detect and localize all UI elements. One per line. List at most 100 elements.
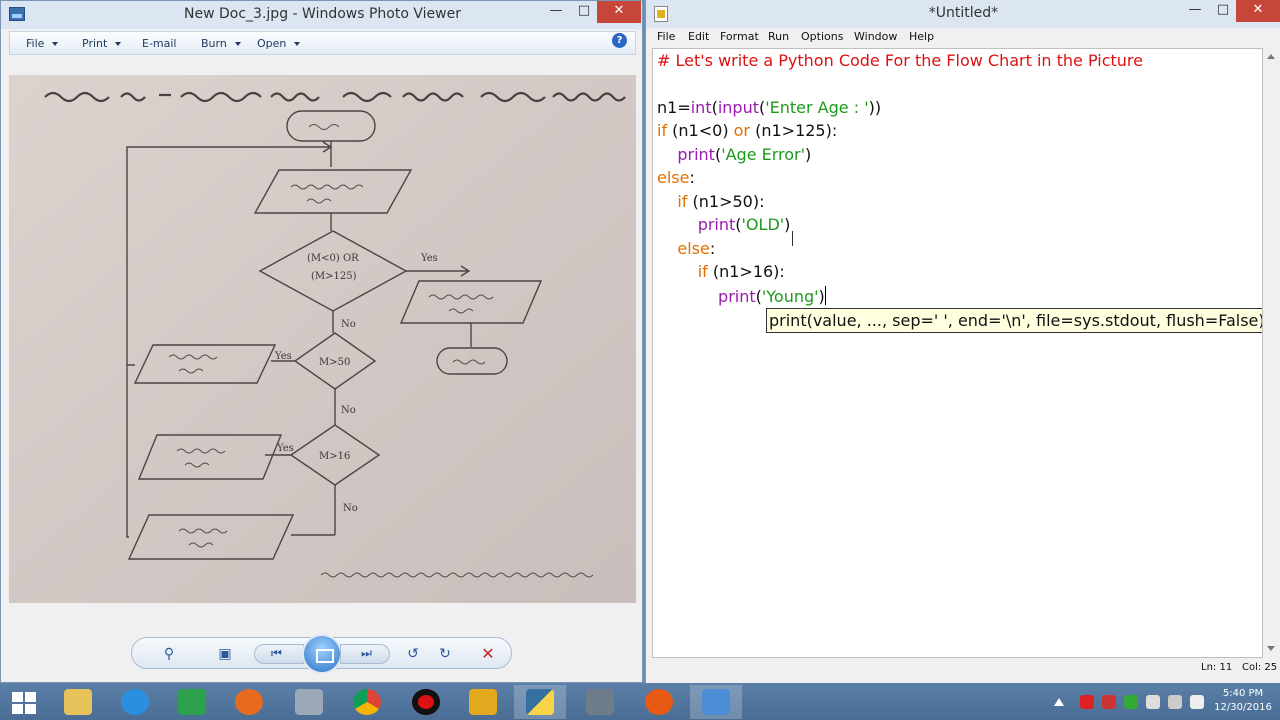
taskbar-app-tools[interactable] [574, 685, 626, 719]
menu-open[interactable]: Open [257, 37, 301, 50]
flowchart-shapes [126, 110, 543, 560]
code-token: ( [735, 215, 742, 234]
menu-help[interactable]: Help [909, 30, 935, 43]
idle-titlebar[interactable]: *Untitled* — □ ✕ [646, 0, 1280, 28]
maximize-button[interactable]: □ [1216, 2, 1230, 17]
code-token: : [709, 239, 716, 258]
menu-file[interactable]: File [26, 37, 59, 50]
photo-viewer-titlebar[interactable]: New Doc_3.jpg - Windows Photo Viewer — □… [1, 1, 642, 29]
code-comment: # Let's write a Python Code For the Flow… [657, 51, 1143, 70]
code-editor[interactable]: # Let's write a Python Code For the Flow… [652, 48, 1263, 658]
tray-expand-icon[interactable] [1054, 698, 1064, 706]
code-string: 'OLD' [741, 215, 785, 234]
photo-viewer-menubar: File Print E-mail Burn Open [9, 31, 636, 55]
code-line-3: n1=int(input('Enter Age : ')) [657, 98, 881, 121]
rotate-left-icon[interactable]: ↺ [407, 646, 419, 662]
actual-size-icon[interactable]: ▣ [218, 646, 232, 662]
previous-button[interactable]: ⏮ [254, 644, 304, 664]
code-token: ( [714, 145, 722, 164]
photo-viewer-title: New Doc_3.jpg - Windows Photo Viewer [184, 6, 461, 22]
menu-email[interactable]: E-mail [142, 37, 177, 50]
store-icon [178, 689, 206, 715]
taskbar-python-idle[interactable] [514, 685, 566, 719]
scroll-up-icon[interactable] [1267, 54, 1275, 59]
chrome-icon [353, 689, 381, 715]
tray-flag-icon[interactable] [1146, 695, 1160, 709]
taskbar-chrome[interactable] [341, 685, 393, 719]
code-keyword: else [657, 168, 690, 187]
code-line-5: print('Age Error') [657, 145, 811, 168]
taskbar-recorder[interactable] [400, 685, 452, 719]
code-indent [657, 145, 677, 164]
zoom-icon[interactable]: ⚲ [163, 646, 175, 662]
code-token: ( [759, 98, 766, 117]
app-icon [645, 689, 673, 715]
idle-statusbar: Ln: 11 Col: 25 [646, 658, 1280, 678]
yes-label-1: Yes [420, 253, 438, 264]
menu-file[interactable]: File [657, 30, 676, 43]
app-icon [295, 689, 323, 715]
folder-icon [64, 689, 92, 715]
photo-viewer-window: New Doc_3.jpg - Windows Photo Viewer — □… [0, 0, 643, 683]
code-token: ( [755, 287, 762, 306]
code-indent [657, 287, 718, 306]
slideshow-button[interactable] [302, 634, 342, 674]
help-icon[interactable]: ? [612, 33, 627, 48]
no-label-2: No [341, 405, 356, 416]
vertical-scrollbar[interactable] [1263, 48, 1280, 658]
idle-menubar: File Edit Format Run Options Window Help [646, 28, 1280, 48]
code-token: : [689, 168, 695, 187]
tray-network-icon[interactable] [1124, 695, 1138, 709]
tools-icon [586, 689, 614, 715]
menu-edit[interactable]: Edit [688, 30, 710, 43]
minimize-button[interactable]: — [1188, 2, 1202, 17]
code-indent [657, 239, 677, 258]
tray-record-icon[interactable] [1080, 695, 1094, 709]
idle-title: *Untitled* [928, 5, 999, 21]
delete-icon[interactable]: ✕ [481, 644, 495, 663]
scroll-down-icon[interactable] [1267, 646, 1275, 651]
taskbar-photo-viewer[interactable] [690, 685, 742, 719]
taskbar-file-explorer[interactable] [52, 685, 104, 719]
close-button[interactable]: ✕ [597, 1, 641, 23]
text-cursor [824, 286, 826, 305]
taskbar-firefox[interactable] [223, 685, 275, 719]
taskbar-store[interactable] [166, 685, 218, 719]
code-indent [657, 262, 698, 281]
menu-window[interactable]: Window [854, 30, 898, 43]
close-button[interactable]: ✕ [1236, 0, 1280, 22]
clock-time: 5:40 PM [1222, 688, 1264, 699]
mouse-ibeam-cursor [789, 231, 796, 246]
menu-print[interactable]: Print [82, 37, 122, 50]
windows-start-icon[interactable] [12, 692, 36, 714]
code-token: (n1>16): [707, 262, 785, 281]
record-icon [412, 689, 440, 715]
menu-open-label: Open [257, 37, 287, 50]
code-token: ) [805, 145, 812, 164]
yes-label-3: Yes [276, 443, 294, 454]
menu-run[interactable]: Run [768, 30, 790, 43]
menu-options[interactable]: Options [801, 30, 844, 43]
rotate-right-icon[interactable]: ↻ [439, 646, 451, 662]
taskbar-app-generic[interactable] [283, 685, 335, 719]
taskbar-clock[interactable]: 5:40 PM 12/30/2016 [1210, 687, 1276, 715]
tray-signal-icon[interactable] [1168, 695, 1182, 709]
taskbar-app-yellow[interactable] [457, 685, 509, 719]
code-indent [657, 192, 677, 211]
menu-format[interactable]: Format [720, 30, 759, 43]
chevron-down-icon [52, 42, 59, 46]
taskbar-internet-explorer[interactable] [109, 685, 161, 719]
maximize-button[interactable]: □ [577, 3, 591, 18]
code-keyword: if [657, 121, 668, 140]
tray-app-icon[interactable] [1102, 695, 1116, 709]
code-builtin: print [697, 215, 736, 234]
menu-burn[interactable]: Burn [201, 37, 241, 50]
idle-app-icon [654, 6, 668, 22]
cond3-label: M>16 [319, 451, 350, 462]
chevron-down-icon [115, 42, 122, 46]
calltip-tooltip: print(value, ..., sep=' ', end='\n', fil… [766, 308, 1262, 333]
taskbar-app-orange[interactable] [633, 685, 685, 719]
minimize-button[interactable]: — [549, 3, 563, 18]
tray-volume-icon[interactable] [1190, 695, 1204, 709]
next-button[interactable]: ⏭ [340, 644, 390, 664]
